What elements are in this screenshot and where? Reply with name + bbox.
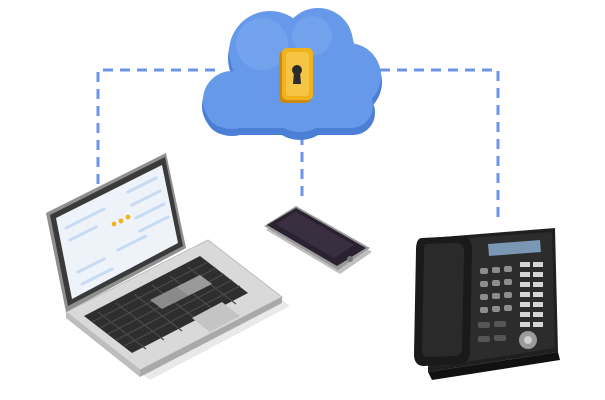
laptop-screen-content <box>64 176 170 286</box>
smartphone-home-button <box>347 256 353 262</box>
desk-phone-display <box>488 240 541 256</box>
connector-cloud-to-desk-phone <box>380 68 500 222</box>
office-desk-phone <box>414 228 560 380</box>
connector-cloud-to-laptop <box>96 68 215 185</box>
cloud <box>202 8 382 140</box>
desk-phone-function-buttons <box>478 321 506 342</box>
smartphone <box>264 206 372 274</box>
loading-dots-icon <box>111 214 131 227</box>
laptop <box>46 153 290 380</box>
padlock-keyhole-icon <box>279 48 313 103</box>
connector-lines <box>96 68 500 222</box>
laptop-trackpad <box>192 302 240 332</box>
desk-phone-nav-button <box>519 331 537 349</box>
smartphone-screen <box>276 212 354 258</box>
desk-phone-keypad <box>480 266 512 313</box>
desk-phone-line-keys <box>520 262 543 327</box>
